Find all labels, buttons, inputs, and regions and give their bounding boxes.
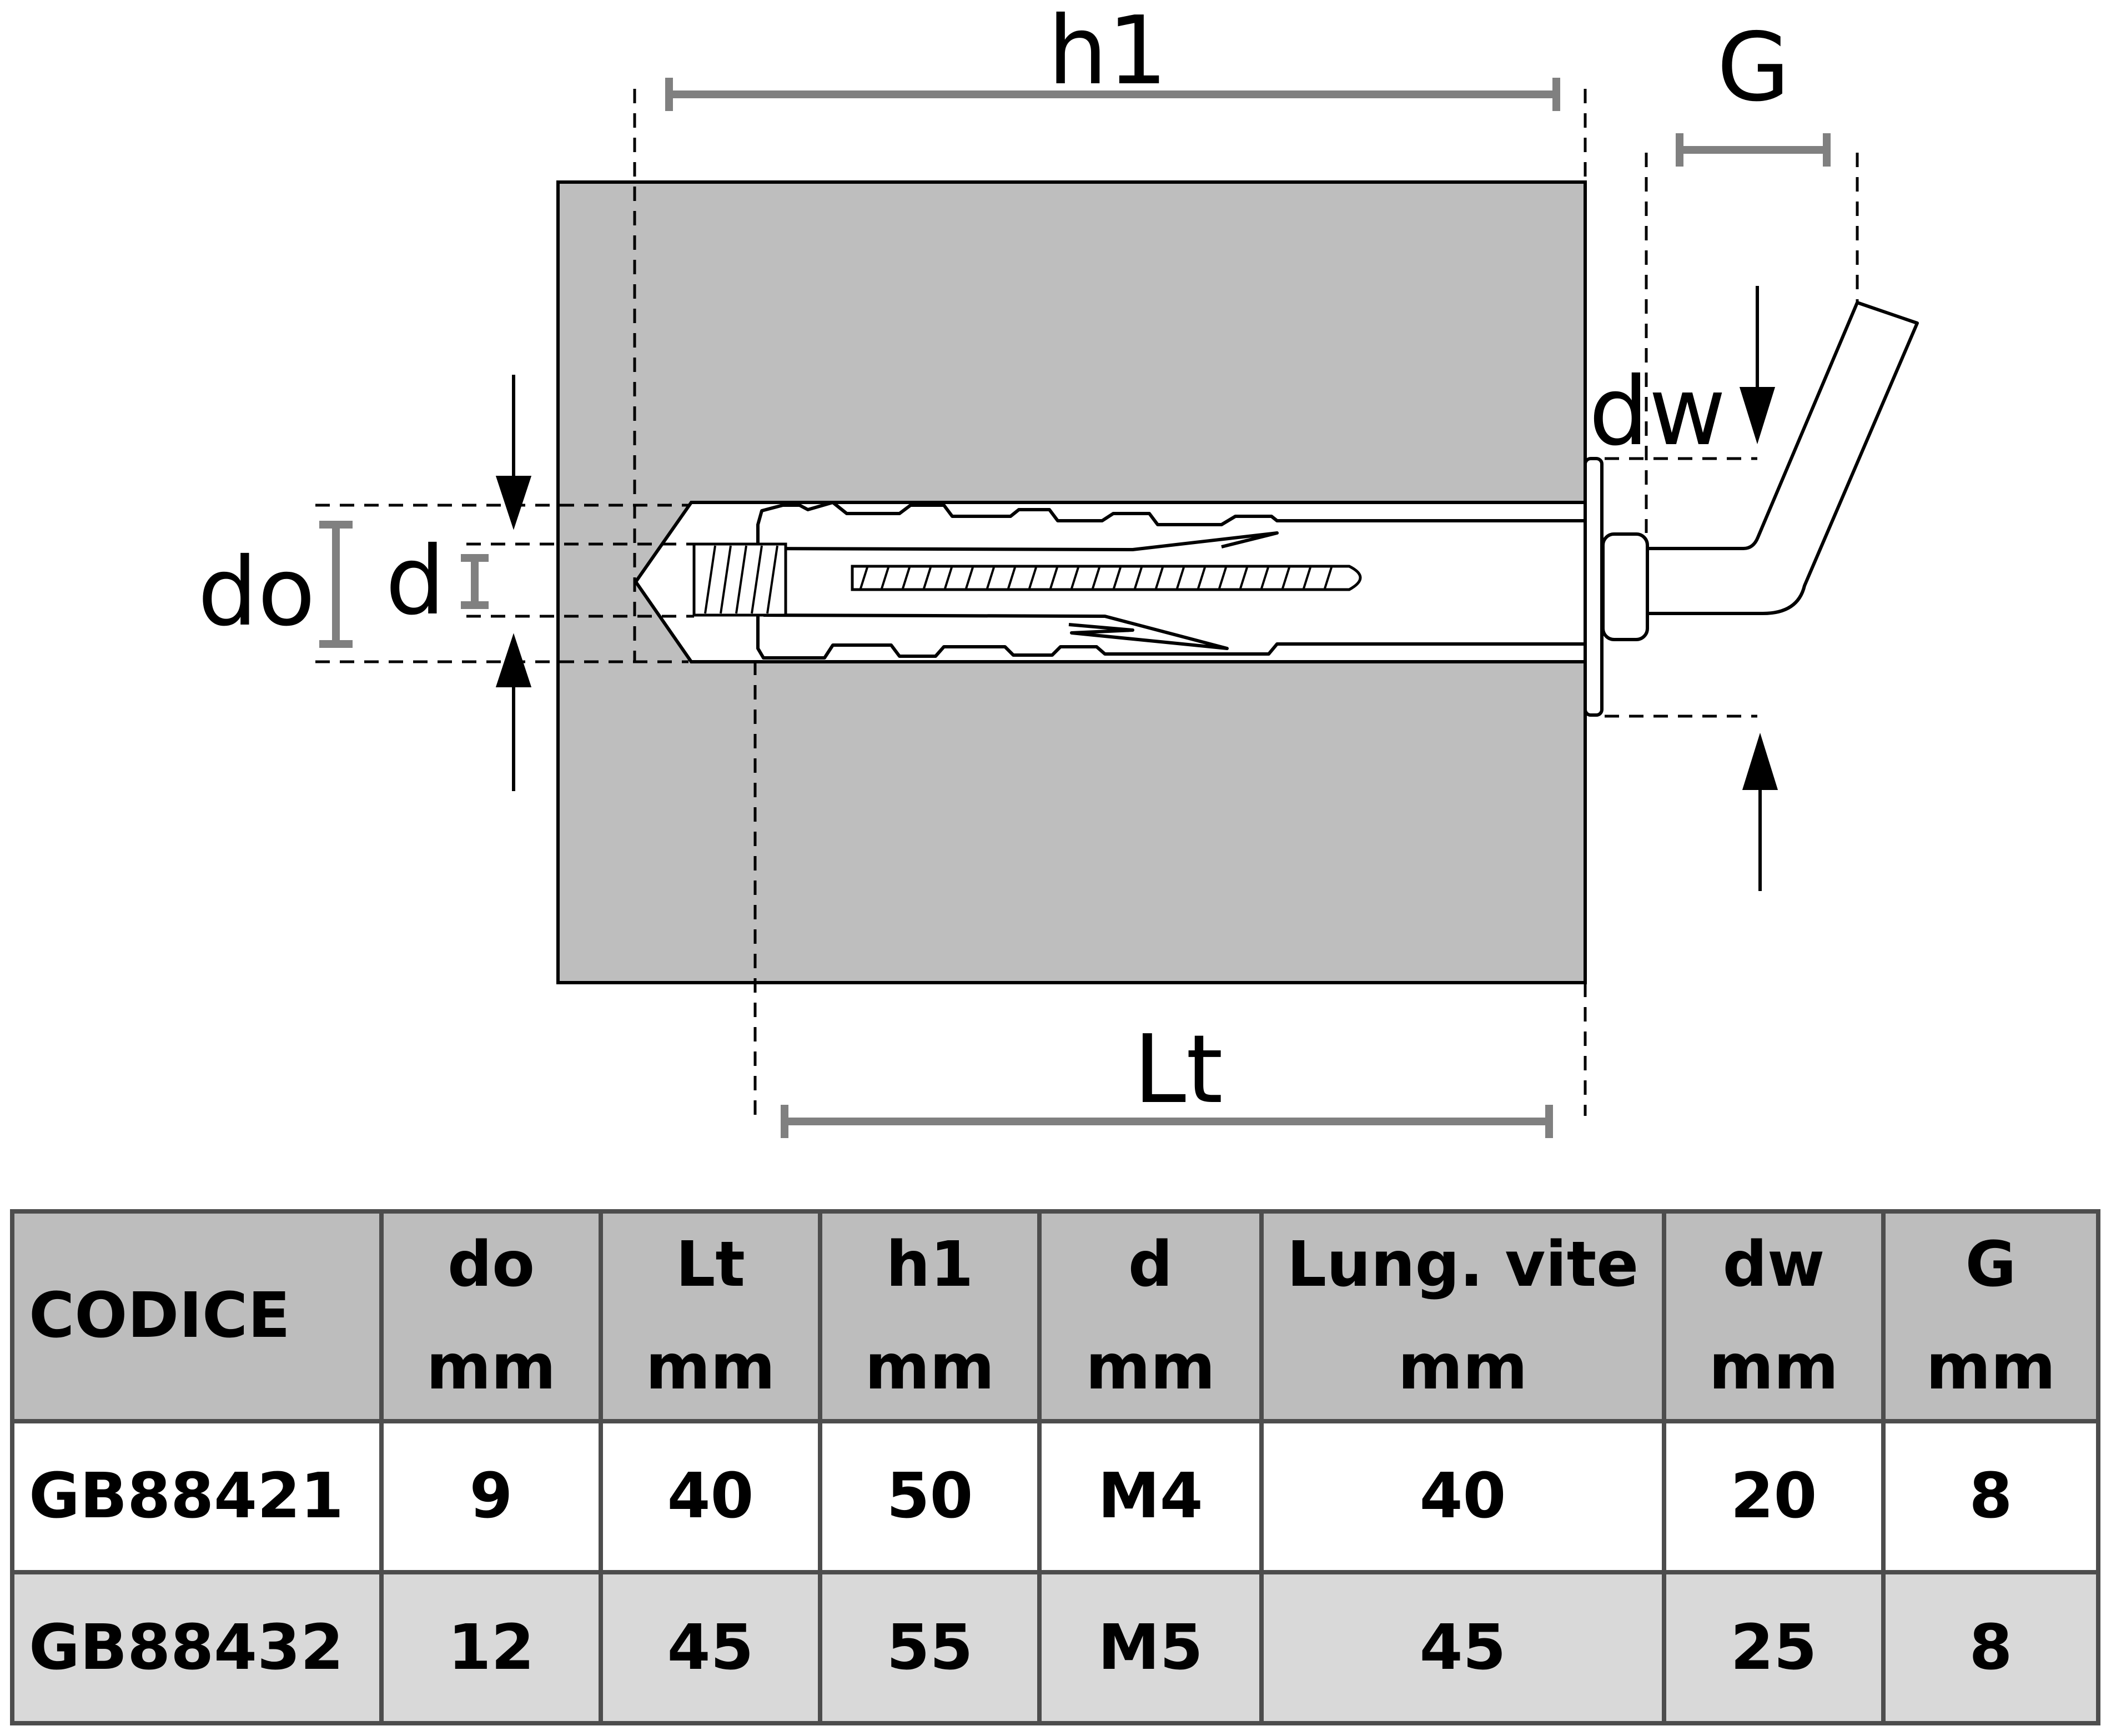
header-unit: mm xyxy=(864,1331,995,1403)
header-g: G mm xyxy=(1881,1209,2100,1423)
cell-d: M4 xyxy=(1037,1418,1264,1574)
header-name: d xyxy=(1128,1229,1173,1301)
cell-codice: GB88421 xyxy=(10,1418,384,1574)
header-lt: Lt mm xyxy=(599,1209,822,1423)
cell-dw: 25 xyxy=(1662,1569,1886,1726)
header-lung-vite: Lung. vite mm xyxy=(1259,1209,1666,1423)
header-name: Lt xyxy=(676,1229,745,1301)
cell-g: 8 xyxy=(1881,1418,2100,1574)
cell-h1: 50 xyxy=(818,1418,1042,1574)
dimension-lines xyxy=(319,78,1831,1138)
header-unit: mm xyxy=(1926,1331,2056,1403)
hook xyxy=(1646,301,1919,615)
cell-do: 9 xyxy=(379,1418,603,1574)
header-name: h1 xyxy=(886,1229,974,1301)
header-name: Lung. vite xyxy=(1286,1229,1639,1301)
header-name: G xyxy=(1965,1229,2017,1301)
header-d: d mm xyxy=(1037,1209,1264,1423)
table-header-row: CODICE do mm Lt mm h1 mm d mm Lung. vite… xyxy=(10,1209,2100,1423)
table-row: GB88421 9 40 50 M4 40 20 8 xyxy=(10,1418,2100,1574)
specification-table: CODICE do mm Lt mm h1 mm d mm Lung. vite… xyxy=(10,1209,2100,1726)
extension-lines xyxy=(315,89,1859,1116)
label-h1: h1 xyxy=(1048,0,1168,106)
cell-codice: GB88432 xyxy=(10,1569,384,1726)
arrows xyxy=(495,286,1778,891)
header-unit: mm xyxy=(426,1331,556,1403)
header-name: do xyxy=(447,1229,535,1301)
header-unit: mm xyxy=(645,1331,776,1403)
label-do: do xyxy=(198,537,315,647)
table-row: GB88432 12 45 55 M5 45 25 8 xyxy=(10,1569,2100,1726)
label-dw: dw xyxy=(1589,357,1726,467)
header-unit: mm xyxy=(1398,1331,1528,1403)
screw-shank xyxy=(692,542,1362,617)
cell-lung-vite: 45 xyxy=(1259,1569,1666,1726)
cell-h1: 55 xyxy=(818,1569,1042,1726)
label-g: G xyxy=(1717,13,1790,123)
anchor-diagram: h1 G dw do d Lt xyxy=(198,0,1919,1138)
header-do: do mm xyxy=(379,1209,603,1423)
washer xyxy=(1584,457,1649,717)
screw-threads xyxy=(704,545,1333,614)
cell-lt: 40 xyxy=(599,1418,822,1574)
label-d: d xyxy=(385,526,445,636)
label-lt: Lt xyxy=(1133,1015,1223,1125)
header-codice: CODICE xyxy=(10,1209,384,1423)
cell-dw: 20 xyxy=(1662,1418,1886,1574)
cell-d: M5 xyxy=(1037,1569,1264,1726)
cell-do: 12 xyxy=(379,1569,603,1726)
header-unit: mm xyxy=(1085,1331,1215,1403)
header-h1: h1 mm xyxy=(818,1209,1042,1423)
header-name: CODICE xyxy=(29,1280,290,1352)
cell-lung-vite: 40 xyxy=(1259,1418,1666,1574)
header-name: dw xyxy=(1722,1229,1825,1301)
cell-g: 8 xyxy=(1881,1569,2100,1726)
header-unit: mm xyxy=(1708,1331,1839,1403)
header-dw: dw mm xyxy=(1662,1209,1886,1423)
cell-lt: 45 xyxy=(599,1569,822,1726)
